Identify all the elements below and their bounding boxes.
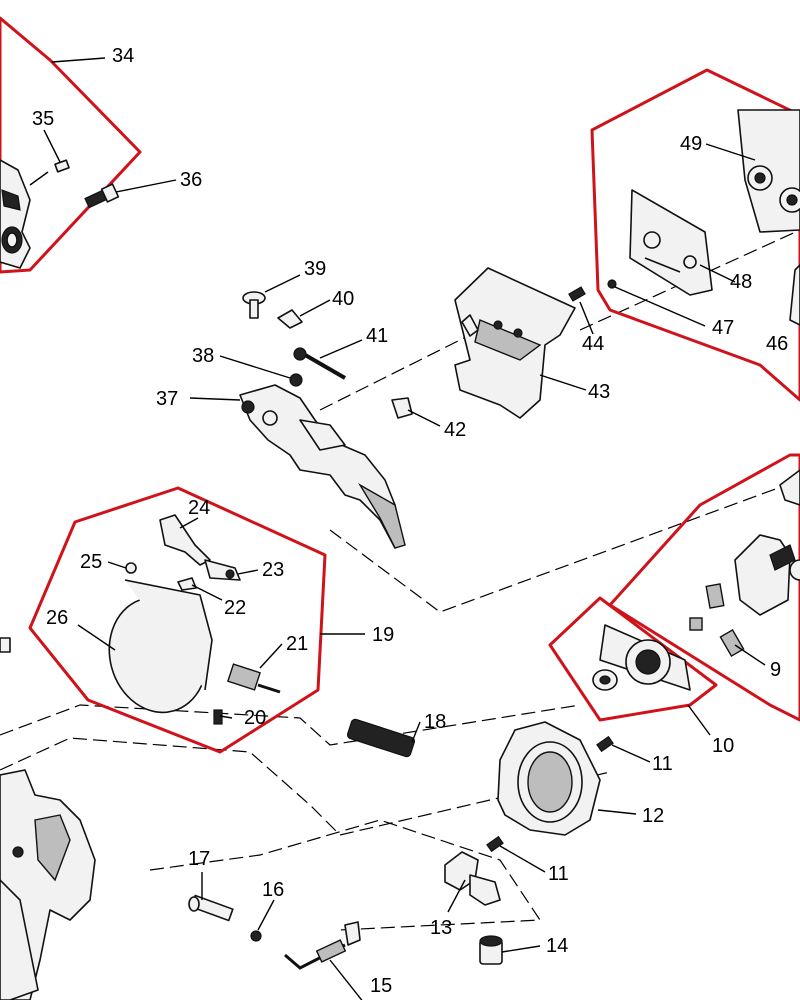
spring-22 [177, 577, 197, 591]
callout-25: 25 [80, 551, 102, 573]
clutch-cover-49 [737, 109, 800, 233]
callout-43: 43 [588, 381, 610, 403]
callout-49: 49 [680, 133, 702, 155]
screw-20 [213, 709, 223, 725]
callout-labels: 34 35 36 37 38 39 40 41 42 43 44 46 47 4… [32, 45, 788, 997]
screw-47 [607, 279, 617, 289]
callout-38: 38 [192, 345, 214, 367]
nut-42 [391, 397, 413, 419]
guard-plate-43 [454, 267, 576, 419]
screw-44 [568, 286, 586, 302]
screw-11-lower [486, 835, 504, 853]
group-outline-9 [608, 453, 800, 722]
washer-16 [250, 930, 262, 942]
callout-18: 18 [424, 711, 446, 733]
callout-11-lower: 11 [548, 863, 569, 885]
callout-42: 42 [444, 419, 466, 441]
callout-36: 36 [180, 169, 202, 191]
callout-48: 48 [730, 271, 752, 293]
drum-10 [592, 624, 691, 691]
main-housing [0, 769, 96, 1000]
housing-9-assembly [734, 469, 800, 616]
callout-40: 40 [332, 288, 354, 310]
callout-44: 44 [582, 333, 604, 355]
callout-35: 35 [32, 108, 54, 130]
cover-plate-12 [497, 721, 601, 836]
clip-23 [204, 559, 241, 581]
part-34-assembly [0, 159, 31, 269]
callout-21: 21 [286, 633, 308, 655]
callout-41: 41 [366, 325, 388, 347]
callout-17: 17 [188, 848, 210, 870]
callout-13: 13 [430, 917, 452, 939]
pin-35 [54, 159, 70, 173]
callout-15: 15 [370, 975, 392, 997]
side-plate-48 [629, 189, 713, 296]
callout-10: 10 [712, 735, 734, 757]
callout-23: 23 [262, 559, 284, 581]
callout-26: 26 [46, 607, 68, 629]
pin-39 [242, 291, 266, 319]
brake-lever-37 [239, 384, 406, 549]
callout-16: 16 [262, 879, 284, 901]
callout-24: 24 [188, 497, 210, 519]
band-26 [108, 579, 213, 714]
callout-39: 39 [304, 258, 326, 280]
leader-lines [29, 57, 766, 1000]
small-part-left [0, 637, 11, 653]
callout-22: 22 [224, 597, 246, 619]
callout-47: 47 [712, 317, 734, 339]
screw-38 [289, 373, 303, 387]
spring-9 [689, 583, 745, 657]
block-21 [227, 663, 281, 694]
callout-9: 9 [770, 659, 781, 681]
callout-20: 20 [244, 707, 266, 729]
linkage-13 [444, 851, 501, 906]
bushing-14 [479, 935, 503, 965]
callout-46: 46 [766, 333, 788, 355]
spring-clip-40 [277, 309, 303, 329]
part-46 [789, 264, 800, 326]
pin-17 [188, 894, 234, 922]
callout-34: 34 [112, 45, 134, 67]
callout-37: 37 [156, 388, 178, 410]
group-outline-47 [590, 68, 800, 402]
group-outline-34 [0, 16, 142, 274]
callout-14: 14 [546, 935, 568, 957]
rod-15 [284, 921, 361, 970]
spring-18 [346, 718, 416, 758]
callout-11-upper: 11 [652, 753, 673, 775]
callout-12: 12 [642, 805, 664, 827]
callout-19: 19 [372, 624, 394, 646]
screw-25 [125, 562, 137, 574]
screw-11-upper [596, 735, 614, 753]
lever-24 [159, 514, 211, 566]
group-outline-19 [28, 486, 327, 754]
screw-36 [84, 183, 120, 209]
shaft-41 [293, 347, 347, 380]
group-outline-10 [548, 596, 718, 722]
